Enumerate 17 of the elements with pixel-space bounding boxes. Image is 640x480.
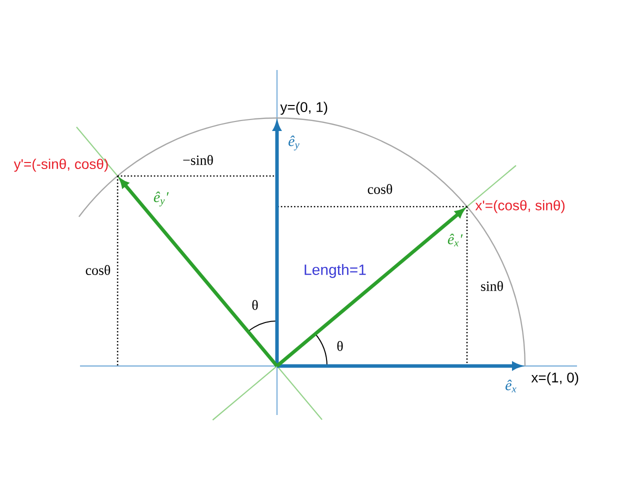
- measure-label: −sinθ: [183, 155, 213, 165]
- point-label: y=(0, 1): [280, 102, 328, 115]
- measure-label: θ: [337, 341, 343, 351]
- edge-label: ê$_{y}$: [288, 136, 300, 150]
- point-label: x'=(cosθ, sinθ): [475, 200, 565, 214]
- point-label: x=(1, 0): [531, 372, 578, 386]
- vector-arrow: [120, 178, 278, 368]
- edge-label: ê$_{x}$: [506, 380, 516, 392]
- edge-label: ê$_{y}$′: [154, 192, 169, 206]
- length-label: Length=1: [304, 264, 366, 278]
- measure-label: cosθ: [368, 184, 392, 194]
- measure-label: cosθ: [86, 265, 110, 275]
- point-label: y'=(-sinθ, cosθ): [14, 158, 108, 172]
- edge-label: ê$_{x}$′: [448, 234, 463, 246]
- measure-label: sinθ: [481, 281, 503, 291]
- vector-arrow: [276, 208, 464, 368]
- measure-label: θ: [252, 300, 258, 310]
